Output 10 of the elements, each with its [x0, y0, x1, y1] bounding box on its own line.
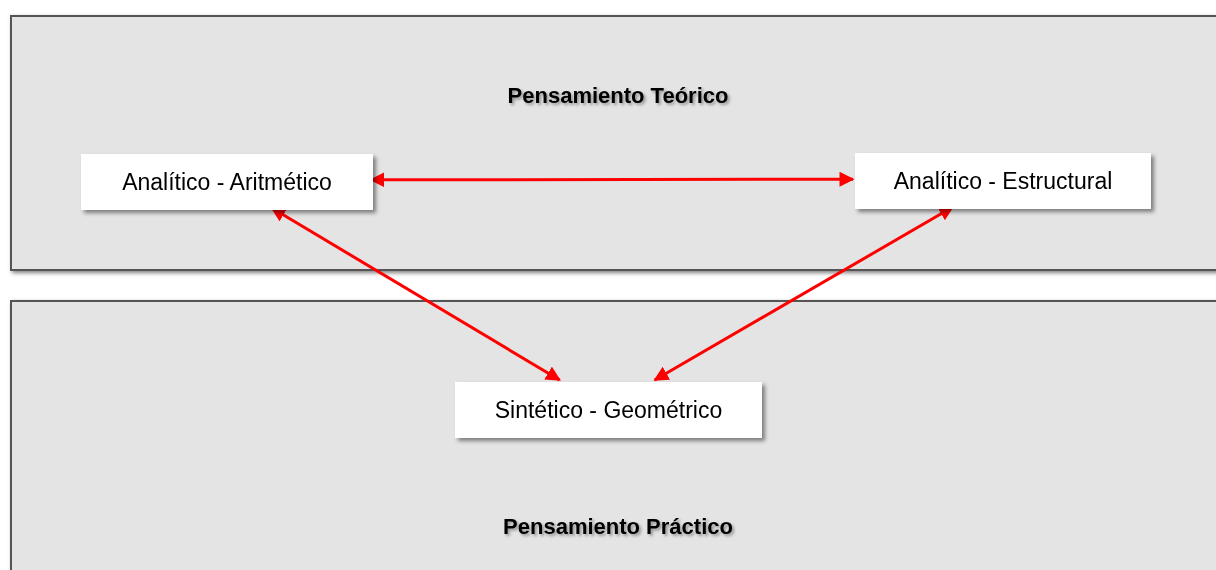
- text-box: [855, 153, 1151, 209]
- band-panel: [10, 15, 1216, 271]
- box-label: Analítico - Estructural: [893, 166, 1113, 196]
- box-label: Analítico - Aritmético: [122, 167, 332, 197]
- band-panel: [10, 300, 1216, 570]
- band-title: Pensamiento Teórico: [507, 82, 729, 110]
- box-label: Sintético - Geométrico: [494, 395, 723, 425]
- text-box: [455, 382, 762, 438]
- band-title: Pensamiento Práctico: [503, 513, 733, 541]
- text-box: [81, 154, 373, 210]
